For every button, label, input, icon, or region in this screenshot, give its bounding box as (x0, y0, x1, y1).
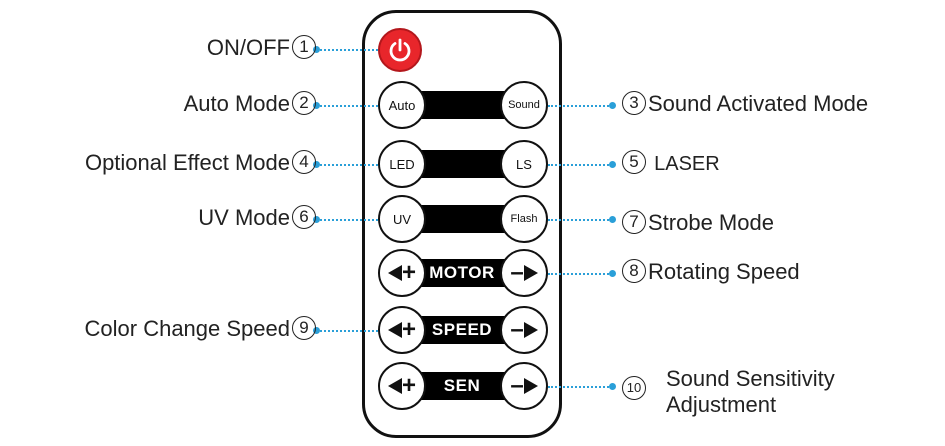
arrow-left-icon (387, 322, 402, 338)
arrow-right-icon (523, 378, 538, 394)
label-text: Color Change Speed (84, 316, 290, 341)
plus-glyph: + (401, 372, 416, 399)
uv-button[interactable]: UV (378, 195, 426, 243)
label-text: Strobe Mode (648, 210, 774, 235)
label-text: Optional Effect Mode (84, 150, 290, 175)
power-icon (389, 38, 411, 62)
minus-glyph: – (510, 316, 524, 343)
leader-dot (609, 161, 616, 168)
leader-2 (316, 105, 378, 107)
arrow-left-icon (387, 265, 402, 281)
leader-10 (548, 386, 612, 388)
leader-dot (609, 270, 616, 277)
number-badge: 5 (622, 150, 646, 175)
number-badge: 4 (292, 150, 316, 175)
leader-dot (313, 46, 320, 53)
led-button-label: LED (389, 156, 415, 172)
auto-button-label: Auto (388, 97, 416, 113)
label-text: LASER (654, 153, 720, 175)
label-laser: 5 LASER (620, 150, 720, 176)
number-badge: 10 (622, 376, 646, 400)
number-badge: 1 (292, 35, 316, 60)
flash-button-label: Flash (510, 213, 538, 225)
speed-label: SPEED (431, 320, 493, 339)
motor-plus-button[interactable]: + (378, 249, 426, 297)
leader-7 (548, 219, 612, 221)
number-badge: 2 (292, 91, 316, 116)
led-button[interactable]: LED (378, 140, 426, 188)
minus-glyph: – (510, 372, 524, 399)
leader-dot (313, 161, 320, 168)
sen-minus-button[interactable]: – (500, 362, 548, 410)
label-text: Rotating Speed (648, 259, 800, 284)
leader-3 (548, 105, 612, 107)
plus-glyph: + (401, 259, 416, 286)
arrow-right-icon (523, 265, 538, 281)
number-badge: 9 (292, 316, 316, 341)
leader-dot (313, 102, 320, 109)
number-badge: 6 (292, 205, 316, 230)
sound-button-label: Sound (508, 99, 540, 111)
sound-button[interactable]: Sound (500, 81, 548, 129)
ls-button[interactable]: LS (500, 140, 548, 188)
leader-9 (316, 330, 378, 332)
leader-dot (313, 216, 320, 223)
arrow-left-icon (387, 378, 402, 394)
leader-dot (609, 383, 616, 390)
arrow-right-icon (523, 322, 538, 338)
speed-plus-button[interactable]: + (378, 306, 426, 354)
sen-plus-button[interactable]: + (378, 362, 426, 410)
leader-1 (316, 49, 378, 51)
speed-minus-button[interactable]: – (500, 306, 548, 354)
auto-button[interactable]: Auto (378, 81, 426, 129)
motor-label: MOTOR (429, 263, 495, 282)
number-badge: 7 (622, 210, 646, 235)
motor-minus-button[interactable]: – (500, 249, 548, 297)
leader-4 (316, 164, 378, 166)
number-badge: 3 (622, 91, 646, 116)
leader-6 (316, 219, 378, 221)
leader-dot (609, 102, 616, 109)
leader-dot (609, 216, 616, 223)
label-text: UV Mode (198, 205, 290, 230)
uv-button-label: UV (392, 211, 412, 227)
leader-5 (548, 164, 612, 166)
leader-8 (548, 273, 612, 275)
flash-button[interactable]: Flash (500, 195, 548, 243)
minus-glyph: – (510, 259, 524, 286)
label-text-line-1: Sound Sensitivity (666, 366, 835, 391)
leader-dot (313, 327, 320, 334)
sen-label: SEN (443, 376, 481, 395)
ls-button-label: LS (516, 156, 532, 172)
label-text: Auto Mode (183, 91, 290, 116)
label-text: Sound Activated Mode (648, 91, 869, 116)
plus-glyph: + (401, 316, 416, 343)
number-badge: 8 (622, 259, 646, 284)
label-text: ON/OFF (206, 35, 290, 60)
label-sound-sensitivity: 10 Sound Sensitivity Adjustment (620, 366, 835, 418)
label-text-line-2: Adjustment (666, 392, 777, 417)
power-button[interactable] (378, 28, 422, 72)
